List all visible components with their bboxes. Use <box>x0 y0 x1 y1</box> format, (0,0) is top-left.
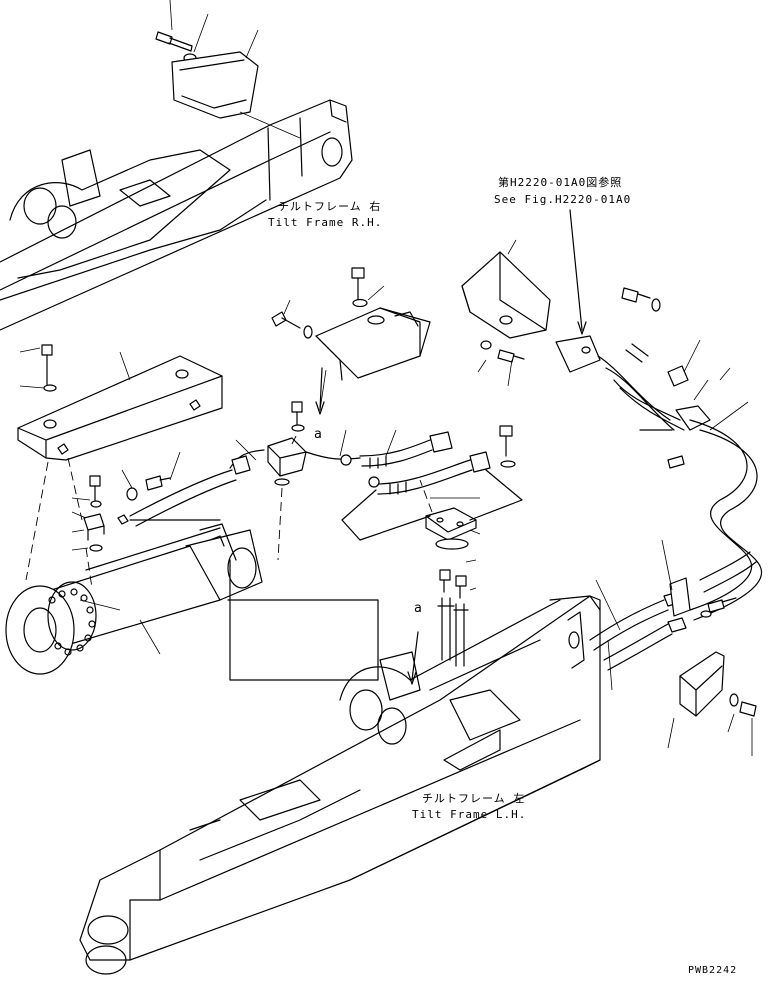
right-hose-assembly <box>597 287 763 621</box>
left-cover <box>17 344 223 461</box>
lower-right-assembly <box>589 539 757 756</box>
tilt-frame-lh-label-en: Tilt Frame L.H. <box>412 808 527 821</box>
leader-lines <box>25 367 541 691</box>
marker-a-bottom: a <box>414 601 423 616</box>
reference-bracket <box>461 239 551 387</box>
reference-label-jp: 第H2220-01A0図参照 <box>498 176 623 189</box>
drawing-code: PWB2242 <box>688 965 738 976</box>
tilt-frame-lh-label-jp: チルトフレーム 左 <box>422 792 526 805</box>
center-hose-assembly <box>229 369 491 495</box>
reference-label-en: See Fig.H2220-01A0 <box>494 193 632 206</box>
tilt-frame-rh-label-jp: チルトフレーム 右 <box>278 200 382 213</box>
manifold-plate <box>555 209 601 373</box>
center-plate-stack <box>425 425 516 667</box>
tilt-frame-lh <box>79 595 601 975</box>
center-bracket <box>271 267 431 381</box>
tilt-cylinder <box>5 523 263 675</box>
tilt-frame-rh-label-en: Tilt Frame R.H. <box>268 216 383 229</box>
top-bracket-assembly <box>155 0 301 139</box>
cylinder-bolt-ring <box>48 588 96 656</box>
marker-a-top: a <box>314 427 323 442</box>
small-block-parts <box>71 451 251 552</box>
tilt-frame-rh <box>0 99 353 331</box>
